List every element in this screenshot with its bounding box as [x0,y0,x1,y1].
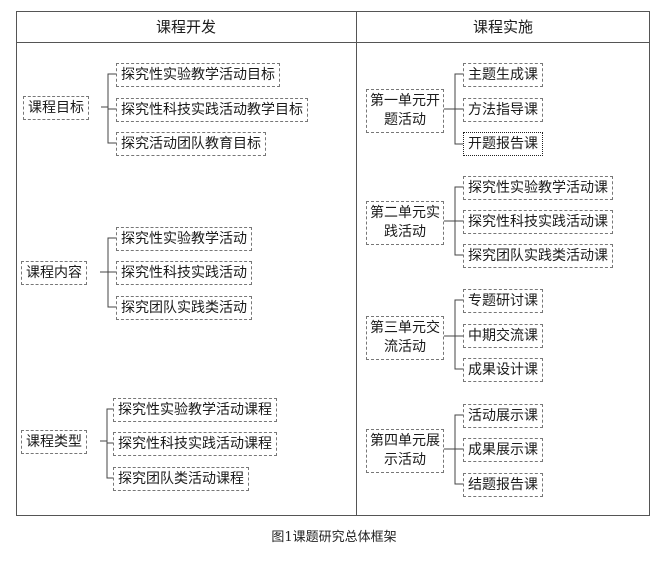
unit-1-item-3: 开题报告课 [463,132,543,156]
unit-2-item-1: 探究性实验教学活动课 [463,176,613,200]
unit-3-item-1: 专题研讨课 [463,289,543,313]
left-group-title-goals: 课程目标 [23,96,89,120]
unit-3-item-2: 中期交流课 [463,324,543,348]
content-item-2: 探究性科技实践活动 [116,261,252,285]
connector-content [100,237,116,308]
content-item-3: 探究团队实践类活动 [116,296,252,320]
connector-unit-2 [444,186,463,256]
type-item-2: 探究性科技实践活动课程 [113,432,277,456]
unit-2-item-2: 探究性科技实践活动课 [463,210,613,234]
column-divider [356,11,357,516]
connector-goal [101,73,116,144]
unit-3-item-3: 成果设计课 [463,358,543,382]
connector-unit-3 [444,299,463,370]
goal-item-1: 探究性实验教学活动目标 [116,63,280,87]
unit-4-title: 第四单元展示活动 [366,429,444,473]
unit-4-item-2: 成果展示课 [463,438,543,462]
unit-1-item-2: 方法指导课 [463,98,543,122]
unit-1-title: 第一单元开题活动 [366,89,444,133]
connector-unit-1 [444,73,463,145]
left-group-title-types: 课程类型 [21,430,87,454]
unit-1-item-1: 主题生成课 [463,63,543,87]
framework-frame [16,11,650,516]
unit-2-item-3: 探究团队实践类活动课 [463,244,613,268]
type-item-3: 探究团队类活动课程 [113,467,249,491]
type-item-1: 探究性实验教学活动课程 [113,398,277,422]
header-course-implementation: 课程实施 [356,11,650,43]
unit-3-title: 第三单元交流活动 [366,316,444,360]
unit-2-title: 第二单元实践活动 [366,201,444,245]
unit-4-item-1: 活动展示课 [463,404,543,428]
goal-item-3: 探究活动团队教育目标 [116,132,266,156]
content-item-1: 探究性实验教学活动 [116,227,252,251]
goal-item-2: 探究性科技实践活动教学目标 [116,98,308,122]
header-course-development: 课程开发 [16,11,356,43]
connector-unit-4 [444,414,463,485]
left-group-title-content: 课程内容 [21,261,87,285]
figure-caption: 图1课题研究总体框架 [271,530,397,545]
unit-4-item-3: 结题报告课 [463,473,543,497]
